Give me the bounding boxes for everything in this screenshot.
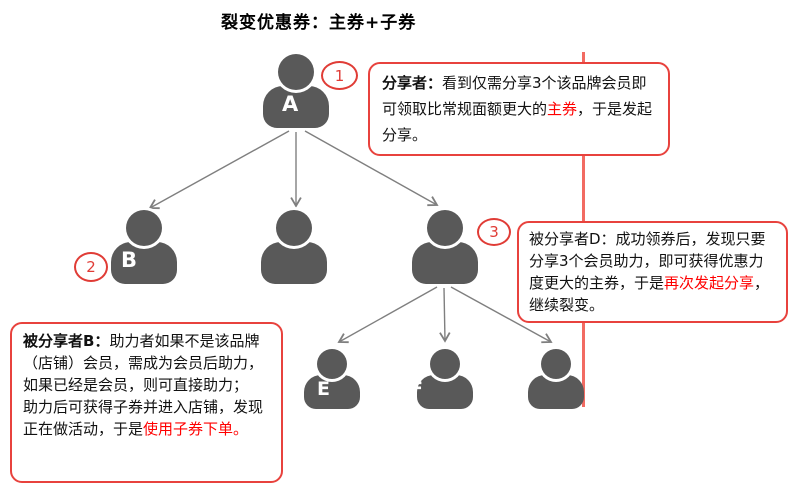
person-body-icon: A — [263, 86, 329, 128]
person-label: E — [317, 378, 330, 400]
note-text: 助力者如果不是该品牌（店铺）会员，需成为会员后助力，如果已经是会员，则可直接助力… — [23, 332, 264, 394]
note-sharer: 分享者：看到仅需分享3个该品牌会员即可领取比常规面额更大的主券，于是发起分享。 — [368, 62, 670, 156]
page-title: 裂变优惠券：主券+子券 — [221, 13, 417, 33]
step-number-3: 3 — [477, 218, 511, 246]
person-node-g — [528, 349, 584, 409]
note-shared-b: 被分享者B：助力者如果不是该品牌（店铺）会员，需成为会员后助力，如果已经是会员，… — [10, 322, 283, 483]
step-number-label: 3 — [489, 223, 499, 241]
arrow-d-to-f — [439, 287, 451, 343]
arrow-d-to-e — [337, 286, 438, 344]
note-text: ，继续裂变。 — [529, 274, 770, 314]
person-node-e: E — [304, 349, 360, 409]
person-body-icon — [528, 375, 584, 409]
person-node-f: F — [410, 349, 473, 409]
person-head-icon — [427, 210, 463, 246]
note-lead-text: 被分享者B： — [23, 332, 110, 350]
arrow-a-to-d — [304, 130, 439, 207]
note-text: 助力后可获得子券并进入店铺，发现正在做活动，于是 — [23, 398, 264, 438]
person-body-icon: E — [304, 375, 360, 409]
step-number-1: 1 — [321, 61, 358, 90]
note-highlight-text: 主券 — [547, 100, 578, 118]
person-node-b: B — [111, 210, 177, 284]
note-text: 看到仅需分享3个该品牌会员即可领取比常规面额更大的 — [382, 74, 647, 118]
person-head-icon — [541, 349, 571, 379]
note-shared-d: 被分享者D：成功领券后，发现只要分享3个会员助力，即可获得优惠力度更大的主券，于… — [517, 221, 788, 323]
note-highlight-text: 使用子券下单。 — [143, 420, 249, 438]
person-body-icon: B — [111, 242, 177, 284]
arrow-a-to-b — [148, 130, 290, 210]
person-body-icon — [412, 242, 478, 284]
person-head-icon — [126, 210, 162, 246]
person-label: A — [282, 92, 299, 116]
person-head-icon — [278, 54, 314, 90]
step-number-label: 2 — [86, 258, 96, 276]
person-head-icon — [317, 349, 347, 379]
step-number-label: 1 — [334, 66, 345, 85]
note-text: 被分享者D：成功领券后，发现只要分享3个会员助力，即可获得优惠力度更大的主券，于… — [529, 230, 766, 292]
arrow-d-to-g — [450, 286, 553, 344]
person-head-icon — [430, 349, 460, 379]
note-lead-text: 分享者： — [382, 74, 443, 92]
person-node-a: A — [263, 54, 329, 128]
person-node-d — [412, 210, 478, 284]
person-label: B — [121, 248, 138, 272]
step-number-2: 2 — [74, 252, 108, 282]
person-body-icon — [261, 242, 327, 284]
note-text: ，于是发起分享。 — [382, 100, 653, 144]
note-highlight-text: 再次发起分享 — [664, 274, 755, 292]
person-body-icon: F — [410, 375, 473, 409]
person-label: F — [410, 378, 423, 400]
person-head-icon — [276, 210, 312, 246]
person-node-c — [261, 210, 327, 284]
